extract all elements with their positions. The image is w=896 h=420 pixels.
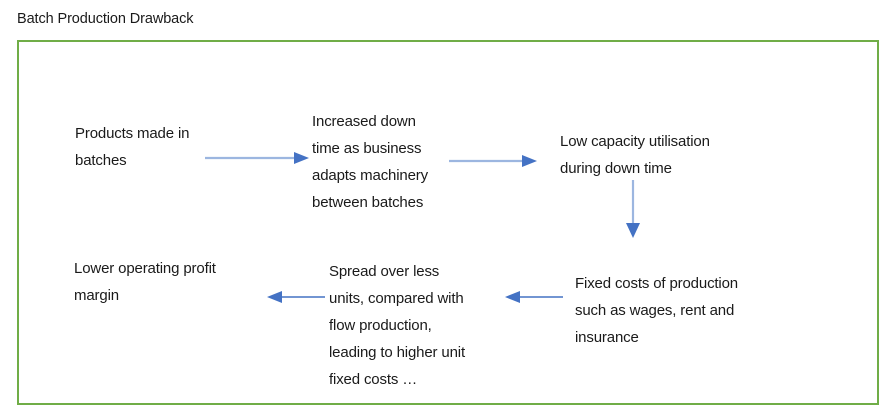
arrow-right-icon (205, 150, 309, 166)
flow-node-line: adapts machinery (312, 167, 428, 184)
arrow-left-icon (505, 289, 563, 305)
flow-node-line: units, compared with (329, 290, 464, 307)
flow-node-line: leading to higher unit (329, 344, 465, 361)
flow-node-fixed-costs-of-production: Fixed costs of production such as wages,… (575, 270, 805, 351)
flow-node-line: Lower operating profit (74, 260, 216, 277)
flow-node-lower-operating-profit-margin: Lower operating profit margin (74, 255, 274, 309)
flow-node-line: insurance (575, 329, 639, 346)
flow-node-line: such as wages, rent and (575, 302, 735, 319)
flow-node-line: Spread over less (329, 263, 440, 280)
flow-node-low-capacity-utilisation: Low capacity utilisation during down tim… (560, 128, 780, 182)
flow-node-line: Products made in (75, 125, 190, 142)
flow-node-line: between batches (312, 194, 424, 211)
flow-node-line: batches (75, 152, 127, 169)
flow-node-increased-down-time: Increased down time as business adapts m… (312, 108, 492, 216)
arrow-right-icon (449, 153, 537, 169)
flow-node-line: Low capacity utilisation (560, 133, 710, 150)
flow-node-line: during down time (560, 160, 672, 177)
diagram-frame: Products made in batches Increased down … (17, 40, 879, 405)
flow-node-products-made-in-batches: Products made in batches (75, 120, 275, 174)
flow-node-line: Fixed costs of production (575, 275, 739, 292)
flow-node-line: margin (74, 287, 119, 304)
page-title: Batch Production Drawback (17, 11, 194, 27)
flow-node-line: fixed costs … (329, 371, 418, 388)
flow-node-spread-over-less-units: Spread over less units, compared with fl… (329, 258, 514, 393)
flow-node-line: Increased down (312, 113, 416, 130)
flow-node-line: flow production, (329, 317, 432, 334)
flow-node-line: time as business (312, 140, 422, 157)
arrow-down-icon (625, 180, 641, 238)
arrow-left-icon (267, 289, 325, 305)
